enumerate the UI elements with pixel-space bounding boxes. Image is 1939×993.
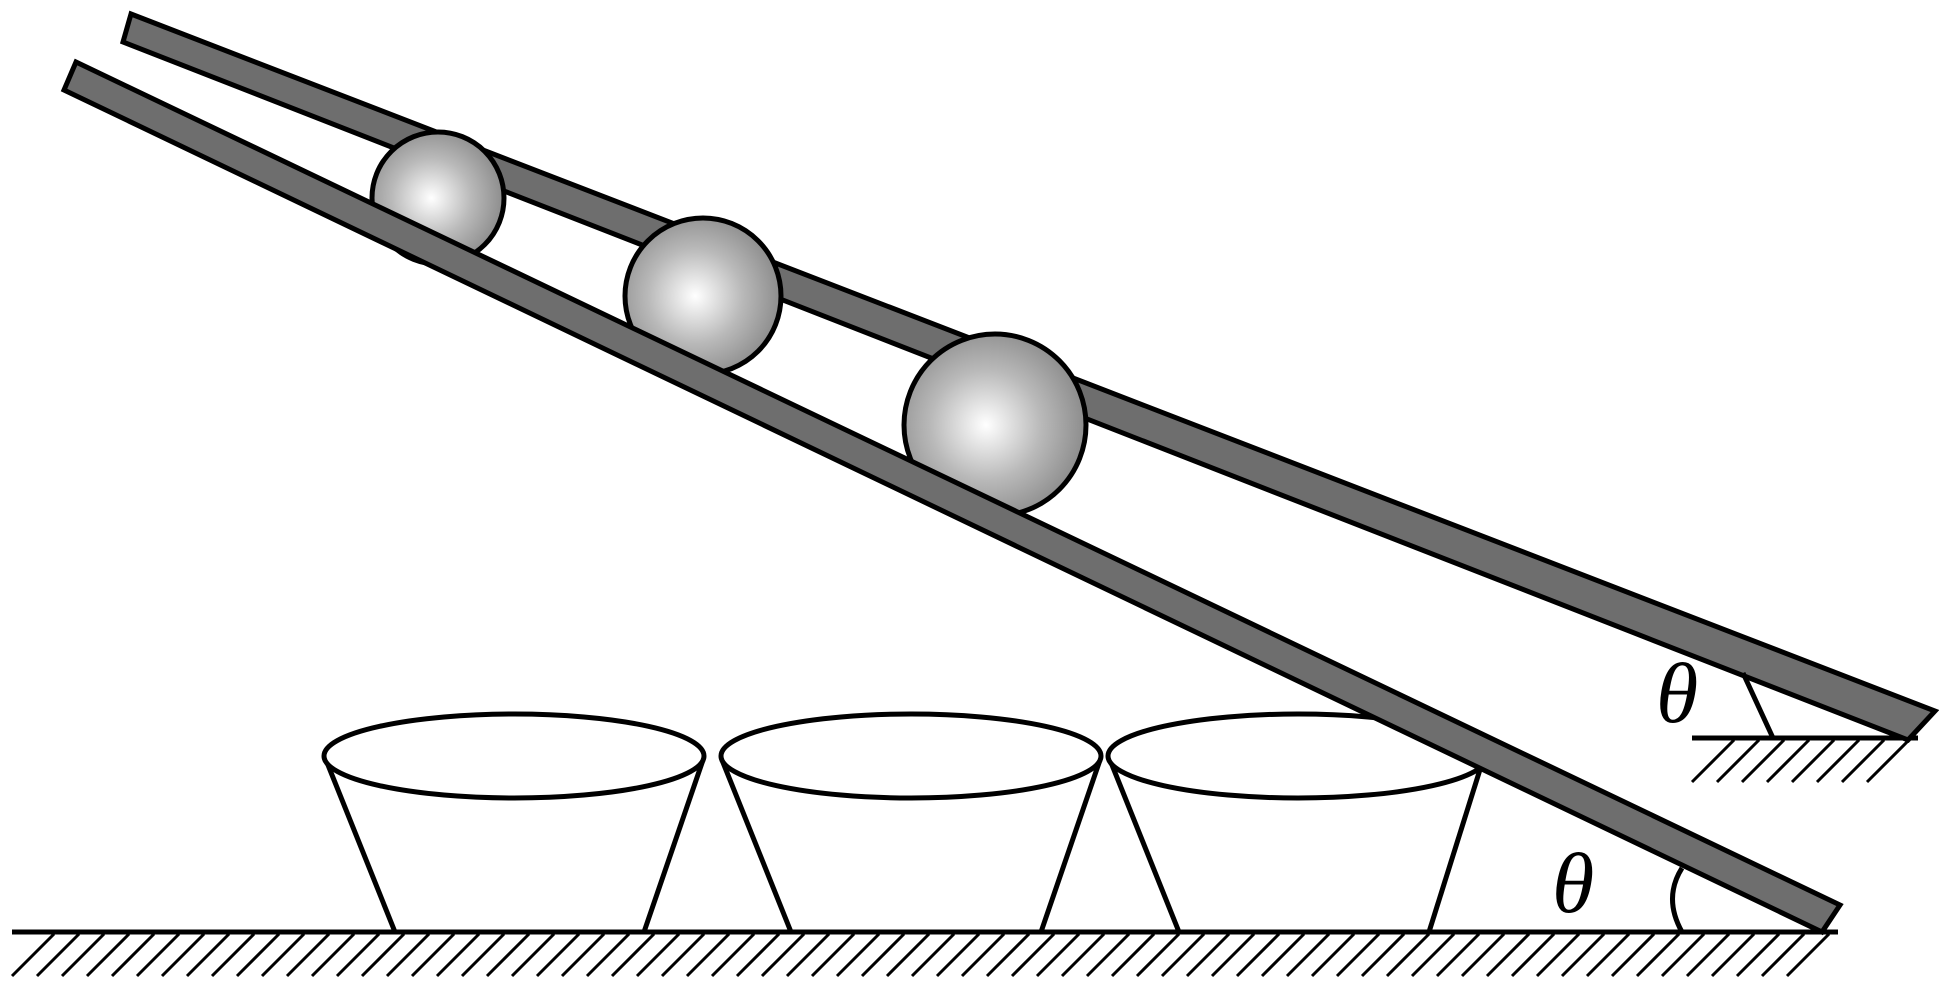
upper-angle-label: θ bbox=[1656, 645, 1698, 741]
lower-ground-hatching bbox=[10, 932, 1831, 978]
hatch-line bbox=[985, 932, 1031, 978]
lower-ground bbox=[10, 929, 1838, 978]
hatch-line bbox=[1610, 932, 1656, 978]
hatch-line bbox=[1765, 738, 1811, 784]
hatch-line bbox=[460, 932, 506, 978]
hatch-line bbox=[1410, 932, 1456, 978]
hatch-line bbox=[785, 932, 831, 978]
hatch-line bbox=[335, 932, 381, 978]
hatch-line bbox=[1790, 738, 1836, 784]
hatch-line bbox=[585, 932, 631, 978]
hatch-line bbox=[1060, 932, 1106, 978]
hatch-line bbox=[1335, 932, 1381, 978]
hatch-line bbox=[1460, 932, 1506, 978]
hatch-line bbox=[960, 932, 1006, 978]
hatch-line bbox=[1785, 932, 1831, 978]
hatch-line bbox=[1260, 932, 1306, 978]
hatch-line bbox=[860, 932, 906, 978]
hatch-line bbox=[1135, 932, 1181, 978]
hatch-line bbox=[1840, 738, 1886, 784]
hatch-line bbox=[560, 932, 606, 978]
lower-rail bbox=[60, 58, 1844, 936]
hatch-line bbox=[685, 932, 731, 978]
hatch-line bbox=[1010, 932, 1056, 978]
hatch-line bbox=[1660, 932, 1706, 978]
upper-ledge bbox=[1690, 735, 1918, 784]
hatch-line bbox=[1710, 932, 1756, 978]
hatch-line bbox=[1435, 932, 1481, 978]
hatch-line bbox=[935, 932, 981, 978]
hatch-line bbox=[385, 932, 431, 978]
hatch-line bbox=[1185, 932, 1231, 978]
hatch-line bbox=[910, 932, 956, 978]
hatch-line bbox=[1085, 932, 1131, 978]
hatch-line bbox=[810, 932, 856, 978]
hatch-line bbox=[1690, 738, 1736, 784]
hatch-line bbox=[660, 932, 706, 978]
hatch-line bbox=[1485, 932, 1531, 978]
hatch-line bbox=[1110, 932, 1156, 978]
hatch-line bbox=[1360, 932, 1406, 978]
hatch-line bbox=[1210, 932, 1256, 978]
hatch-line bbox=[710, 932, 756, 978]
hatch-line bbox=[1385, 932, 1431, 978]
lower-angle-arc bbox=[1670, 866, 1685, 934]
hatch-line bbox=[1635, 932, 1681, 978]
hatch-line bbox=[210, 932, 256, 978]
hatch-line bbox=[1715, 738, 1761, 784]
hatch-line bbox=[260, 932, 306, 978]
hatch-line bbox=[760, 932, 806, 978]
upper-angle-arc bbox=[1740, 671, 1776, 740]
hatch-line bbox=[35, 932, 81, 978]
hatch-line bbox=[1160, 932, 1206, 978]
hatch-line bbox=[635, 932, 681, 978]
hatch-line bbox=[1760, 932, 1806, 978]
hatch-line bbox=[110, 932, 156, 978]
hatch-line bbox=[1510, 932, 1556, 978]
hatch-line bbox=[60, 932, 106, 978]
hatch-line bbox=[185, 932, 231, 978]
hatch-line bbox=[510, 932, 556, 978]
lower-angle-label: θ bbox=[1552, 835, 1594, 931]
hatch-line bbox=[485, 932, 531, 978]
hatch-line bbox=[410, 932, 456, 978]
hatch-line bbox=[160, 932, 206, 978]
hatch-line bbox=[1740, 738, 1786, 784]
hatch-line bbox=[610, 932, 656, 978]
cup-1 bbox=[321, 711, 707, 933]
hatch-line bbox=[535, 932, 581, 978]
hatch-line bbox=[1310, 932, 1356, 978]
hatch-line bbox=[10, 932, 56, 978]
hatch-line bbox=[435, 932, 481, 978]
hatch-line bbox=[85, 932, 131, 978]
hatch-line bbox=[1035, 932, 1081, 978]
hatch-line bbox=[135, 932, 181, 978]
hatch-line bbox=[360, 932, 406, 978]
hatch-line bbox=[1560, 932, 1606, 978]
hatch-line bbox=[235, 932, 281, 978]
hatch-line bbox=[1535, 932, 1581, 978]
upper-ledge-hatching bbox=[1690, 738, 1911, 784]
hatch-line bbox=[1865, 738, 1911, 784]
hatch-line bbox=[1235, 932, 1281, 978]
hatch-line bbox=[1585, 932, 1631, 978]
hatch-line bbox=[885, 932, 931, 978]
hatch-line bbox=[735, 932, 781, 978]
hatch-line bbox=[310, 932, 356, 978]
cup-2 bbox=[718, 711, 1104, 933]
hatch-line bbox=[1285, 932, 1331, 978]
hatch-line bbox=[1815, 738, 1861, 784]
hatch-line bbox=[285, 932, 331, 978]
hatch-line bbox=[835, 932, 881, 978]
hatch-line bbox=[1685, 932, 1731, 978]
hatch-line bbox=[1735, 932, 1781, 978]
